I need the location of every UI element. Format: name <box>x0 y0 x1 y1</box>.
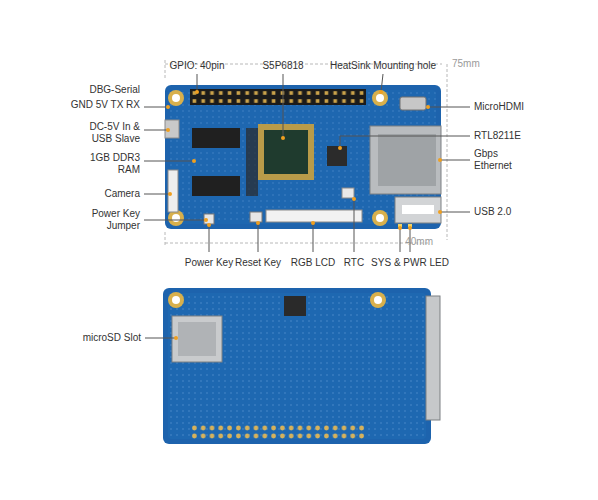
part-label: S5P6818 <box>262 60 303 72</box>
part-label: RGB LCD <box>291 257 335 269</box>
part-label: 75mm <box>452 58 480 70</box>
leader-dots <box>166 90 442 340</box>
board-top <box>165 85 441 229</box>
part-label: USB 2.0 <box>474 206 511 218</box>
leader-lines <box>144 74 470 338</box>
part-label: RTL8211E <box>474 130 521 142</box>
part-label: 40mm <box>405 236 433 248</box>
part-label: GPIO: 40pin <box>169 60 224 72</box>
dimension-lines <box>165 60 447 247</box>
part-label: Gbps Ethernet <box>474 148 520 172</box>
part-label: microSD Slot <box>83 332 141 344</box>
part-label: Camera <box>104 188 140 200</box>
part-label: Power Key <box>185 257 233 269</box>
part-label: 1GB DDR3 RAM <box>84 152 140 176</box>
part-label: GND 5V TX RX <box>71 99 140 111</box>
part-label: DC-5V In & USB Slave <box>80 121 140 145</box>
part-label: RTC <box>344 257 364 269</box>
part-label: MicroHDMI <box>474 101 524 113</box>
part-label: HeatSink Mounting hole <box>330 60 436 72</box>
part-label: DBG-Serial <box>89 84 140 96</box>
part-label: SYS & PWR LED <box>371 257 449 269</box>
part-label: Power Key Jumper <box>80 208 140 232</box>
part-label: Reset Key <box>235 257 281 269</box>
board-bottom <box>163 288 440 444</box>
